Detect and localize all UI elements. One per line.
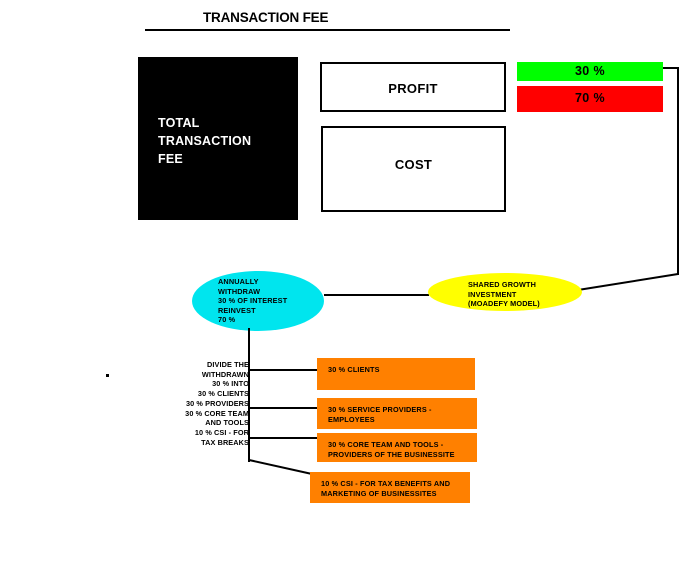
shared-growth-node: SHARED GROWTH INVESTMENT (MOADEFY MODEL) (428, 273, 582, 311)
stray-dot-mark (106, 374, 109, 377)
split-instructions-label: DIVIDE THE WITHDRAWN 30 % INTO 30 % CLIE… (185, 360, 249, 447)
title-underline (145, 29, 510, 31)
connector-rail-to-shared-growth (577, 273, 679, 291)
connector-right-rail (677, 67, 679, 275)
connector-profit-to-rail (663, 67, 679, 69)
allocation-box-service-providers: 30 % SERVICE PROVIDERS - EMPLOYEES (317, 398, 477, 429)
cost-label: COST (394, 157, 433, 172)
cost-share-bar: 70 % (517, 86, 663, 112)
annual-withdraw-node: ANNUALLY WITHDRAW 30 % OF INTEREST REINV… (192, 271, 324, 331)
profit-box: PROFIT (320, 62, 506, 112)
total-transaction-fee-box: TOTAL TRANSACTION FEE (138, 57, 298, 220)
connector-trunk-to-csi (248, 459, 313, 475)
allocation-box-clients: 30 % CLIENTS (317, 358, 475, 390)
total-transaction-fee-label: TOTAL TRANSACTION FEE (158, 116, 252, 166)
annual-withdraw-label: ANNUALLY WITHDRAW 30 % OF INTEREST REINV… (218, 277, 288, 325)
cost-box: COST (321, 126, 506, 212)
connector-trunk (248, 328, 250, 462)
connector-trunk-to-clients (248, 369, 318, 371)
shared-growth-label: SHARED GROWTH INVESTMENT (MOADEFY MODEL) (468, 280, 540, 309)
allocation-box-csi: 10 % CSI - FOR TAX BENEFITS AND MARKETIN… (310, 472, 470, 503)
connector-trunk-to-core-team (248, 437, 318, 439)
profit-label: PROFIT (388, 81, 438, 96)
profit-share-bar: 30 % (517, 62, 663, 81)
allocation-box-core-team: 30 % CORE TEAM AND TOOLS - PROVIDERS OF … (317, 433, 477, 462)
connector-withdraw-to-shared-growth (324, 294, 429, 296)
connector-trunk-to-service-providers (248, 407, 318, 409)
page-title: TRANSACTION FEE (203, 10, 329, 25)
